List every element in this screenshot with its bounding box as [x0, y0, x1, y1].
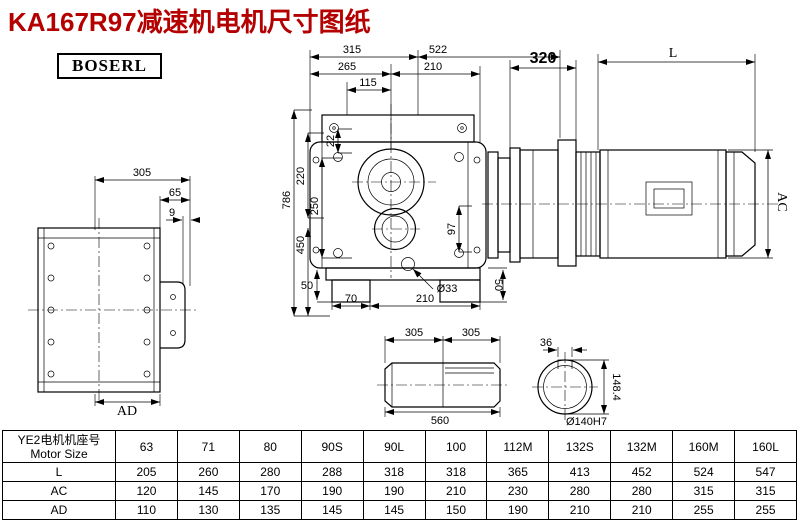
frame-size-header: 132S — [548, 430, 612, 463]
shaft-end-section-view: 36 148.4 Ø140H7 — [532, 337, 622, 428]
dim-210-top: 210 — [424, 61, 442, 73]
table-cell: 315 — [672, 481, 736, 501]
frame-size-header: 132M — [610, 430, 674, 463]
table-cell: 190 — [300, 481, 364, 501]
dim-36: 36 — [540, 337, 552, 349]
hollow-shaft-view: 305 305 560 — [377, 327, 508, 427]
table-cell: 120 — [115, 481, 178, 501]
dim-diameter-140H7: Ø140H7 — [566, 416, 607, 428]
dim-450: 450 — [295, 236, 307, 254]
motor-size-label-cn: YE2电机机座号 — [17, 432, 101, 447]
table-cell: 190 — [486, 500, 550, 520]
dim-250: 250 — [309, 197, 321, 215]
dim-148-4: 148.4 — [610, 373, 622, 401]
table-cell: 288 — [300, 462, 364, 482]
frame-size-header: 80 — [238, 430, 302, 463]
dim-22: 22 — [325, 135, 337, 147]
dim-305-shaft-left: 305 — [405, 327, 423, 339]
dim-33: 210 — [416, 293, 434, 305]
motor-side-view: 320 L AC — [482, 46, 789, 267]
table-cell: 210 — [424, 481, 488, 501]
table-cell: 255 — [672, 500, 736, 520]
dim-70: 70 — [345, 293, 357, 305]
table-cell: 205 — [115, 462, 178, 482]
table-cell: 318 — [362, 462, 426, 482]
dim-AD: AD — [117, 404, 137, 419]
frame-size-header: 100 — [424, 430, 488, 463]
dim-50-left: 50 — [301, 280, 313, 292]
gearbox-side-view: 305 65 9 AD — [28, 167, 200, 419]
dim-265: 265 — [338, 61, 356, 73]
table-cell: 145 — [362, 500, 426, 520]
dim-L: L — [669, 46, 678, 61]
dim-320: 320 — [530, 50, 557, 67]
dim-diameter-33: Ø33 — [437, 283, 458, 295]
table-cell: 413 — [548, 462, 612, 482]
frame-size-header: 90S — [300, 430, 364, 463]
frame-size-header: 63 — [115, 430, 178, 463]
table-cell: 145 — [300, 500, 364, 520]
dim-315: 315 — [343, 44, 361, 56]
table-cell: 135 — [238, 500, 302, 520]
table-cell: 280 — [238, 462, 302, 482]
table-cell: 280 — [610, 481, 674, 501]
dim-560: 560 — [431, 415, 449, 427]
table-cell: 452 — [610, 462, 674, 482]
row-label: AD — [2, 500, 116, 520]
motor-size-label-en: Motor Size — [30, 446, 88, 461]
technical-drawing: 305 65 9 AD — [28, 44, 789, 428]
dim-50-right: 50 — [492, 279, 504, 291]
frame-size-header: 90L — [362, 430, 426, 463]
dim-786: 786 — [281, 191, 293, 209]
dim-220: 220 — [295, 167, 307, 185]
row-label: L — [2, 462, 116, 482]
table-cell: 230 — [486, 481, 550, 501]
dim-305-shaft-right: 305 — [462, 327, 480, 339]
frame-size-header: 112M — [486, 430, 550, 463]
table-cell: 110 — [115, 500, 178, 520]
dim-9: 9 — [169, 207, 175, 219]
dim-305-side: 305 — [133, 167, 151, 179]
frame-size-header: 71 — [176, 430, 240, 463]
page-title: KA167R97减速机电机尺寸图纸 — [8, 7, 371, 37]
table-cell: 318 — [424, 462, 488, 482]
table-cell: 365 — [486, 462, 550, 482]
table-cell: 150 — [424, 500, 488, 520]
dim-AC: AC — [774, 192, 789, 211]
table-cell: 170 — [238, 481, 302, 501]
table-cell: 145 — [176, 481, 240, 501]
dim-522: 522 — [429, 44, 447, 56]
table-cell: 130 — [176, 500, 240, 520]
table-cell: 547 — [734, 462, 797, 482]
dim-97: 97 — [446, 223, 458, 235]
row-label: AC — [2, 481, 116, 501]
table-cell: 210 — [610, 500, 674, 520]
table-cell: 524 — [672, 462, 736, 482]
table-cell: 260 — [176, 462, 240, 482]
dim-65: 65 — [169, 187, 181, 199]
brand-logo: BOSERL — [57, 53, 162, 79]
frame-size-header: 160L — [734, 430, 797, 463]
table-cell: 255 — [734, 500, 797, 520]
frame-size-header: 160M — [672, 430, 736, 463]
dim-115: 115 — [359, 77, 377, 89]
gearbox-front-view: 315 522 265 210 115 786 220 450 250 22 9… — [281, 44, 561, 317]
table-cell: 280 — [548, 481, 612, 501]
table-cell: 190 — [362, 481, 426, 501]
table-cell: 210 — [548, 500, 612, 520]
table-cell: 315 — [734, 481, 797, 501]
